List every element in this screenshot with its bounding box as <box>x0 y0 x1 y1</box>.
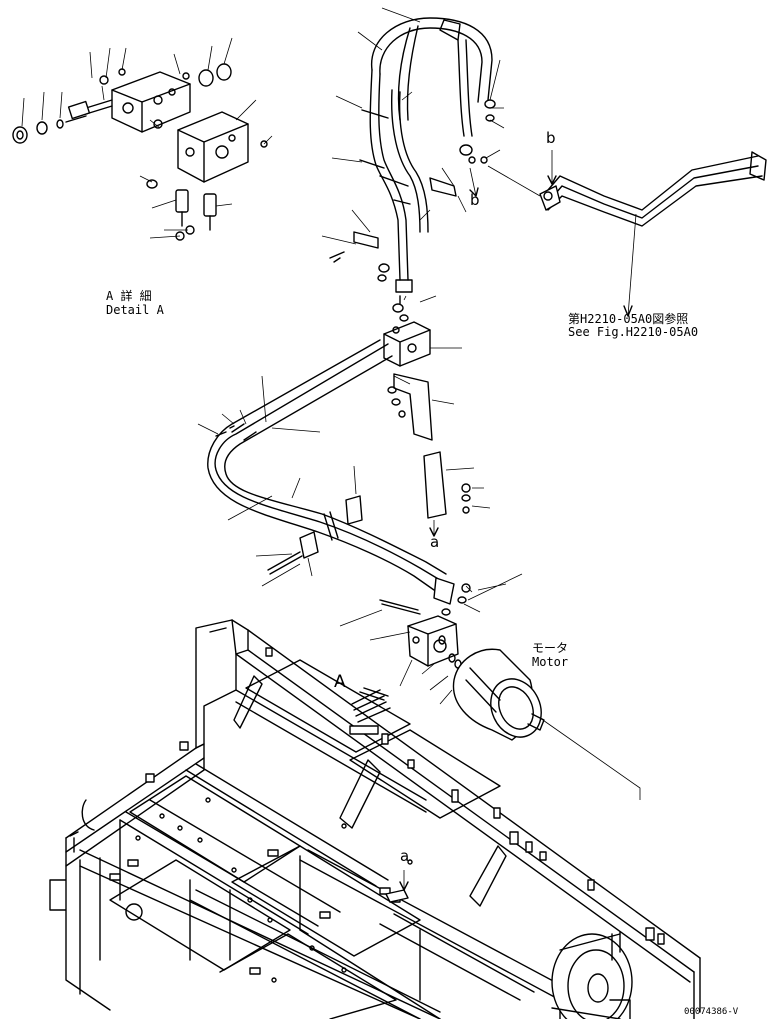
motor-label-en: Motor <box>532 655 569 669</box>
b-reference-arrows <box>469 150 557 197</box>
central-block-and-hoses <box>197 257 523 627</box>
motor-label-jp: モータ <box>532 641 569 655</box>
drawing-code: 00074386-V <box>684 1007 739 1017</box>
view-a-label: A <box>334 672 346 692</box>
see-fig-label-jp: 第H2210-05A0図参照 <box>568 312 689 326</box>
see-fig-label-en: See Fig.H2210-05A0 <box>568 325 699 339</box>
ref-b-left: b <box>470 191 480 209</box>
view-a-arrow <box>351 687 391 723</box>
right-pipe-assembly <box>539 151 767 317</box>
upper-hose-loops <box>321 7 505 293</box>
frame-structure <box>49 619 701 1019</box>
detail-a-label-en: Detail A <box>106 303 164 317</box>
pump-and-motor <box>369 615 641 800</box>
ref-a-upper: a <box>430 533 440 551</box>
ref-b-right: b <box>546 129 556 147</box>
detail-a-valve-assembly <box>12 37 273 241</box>
detail-a-label-jp: A 詳 細 <box>106 289 152 303</box>
ref-a-lower: a <box>400 847 410 865</box>
